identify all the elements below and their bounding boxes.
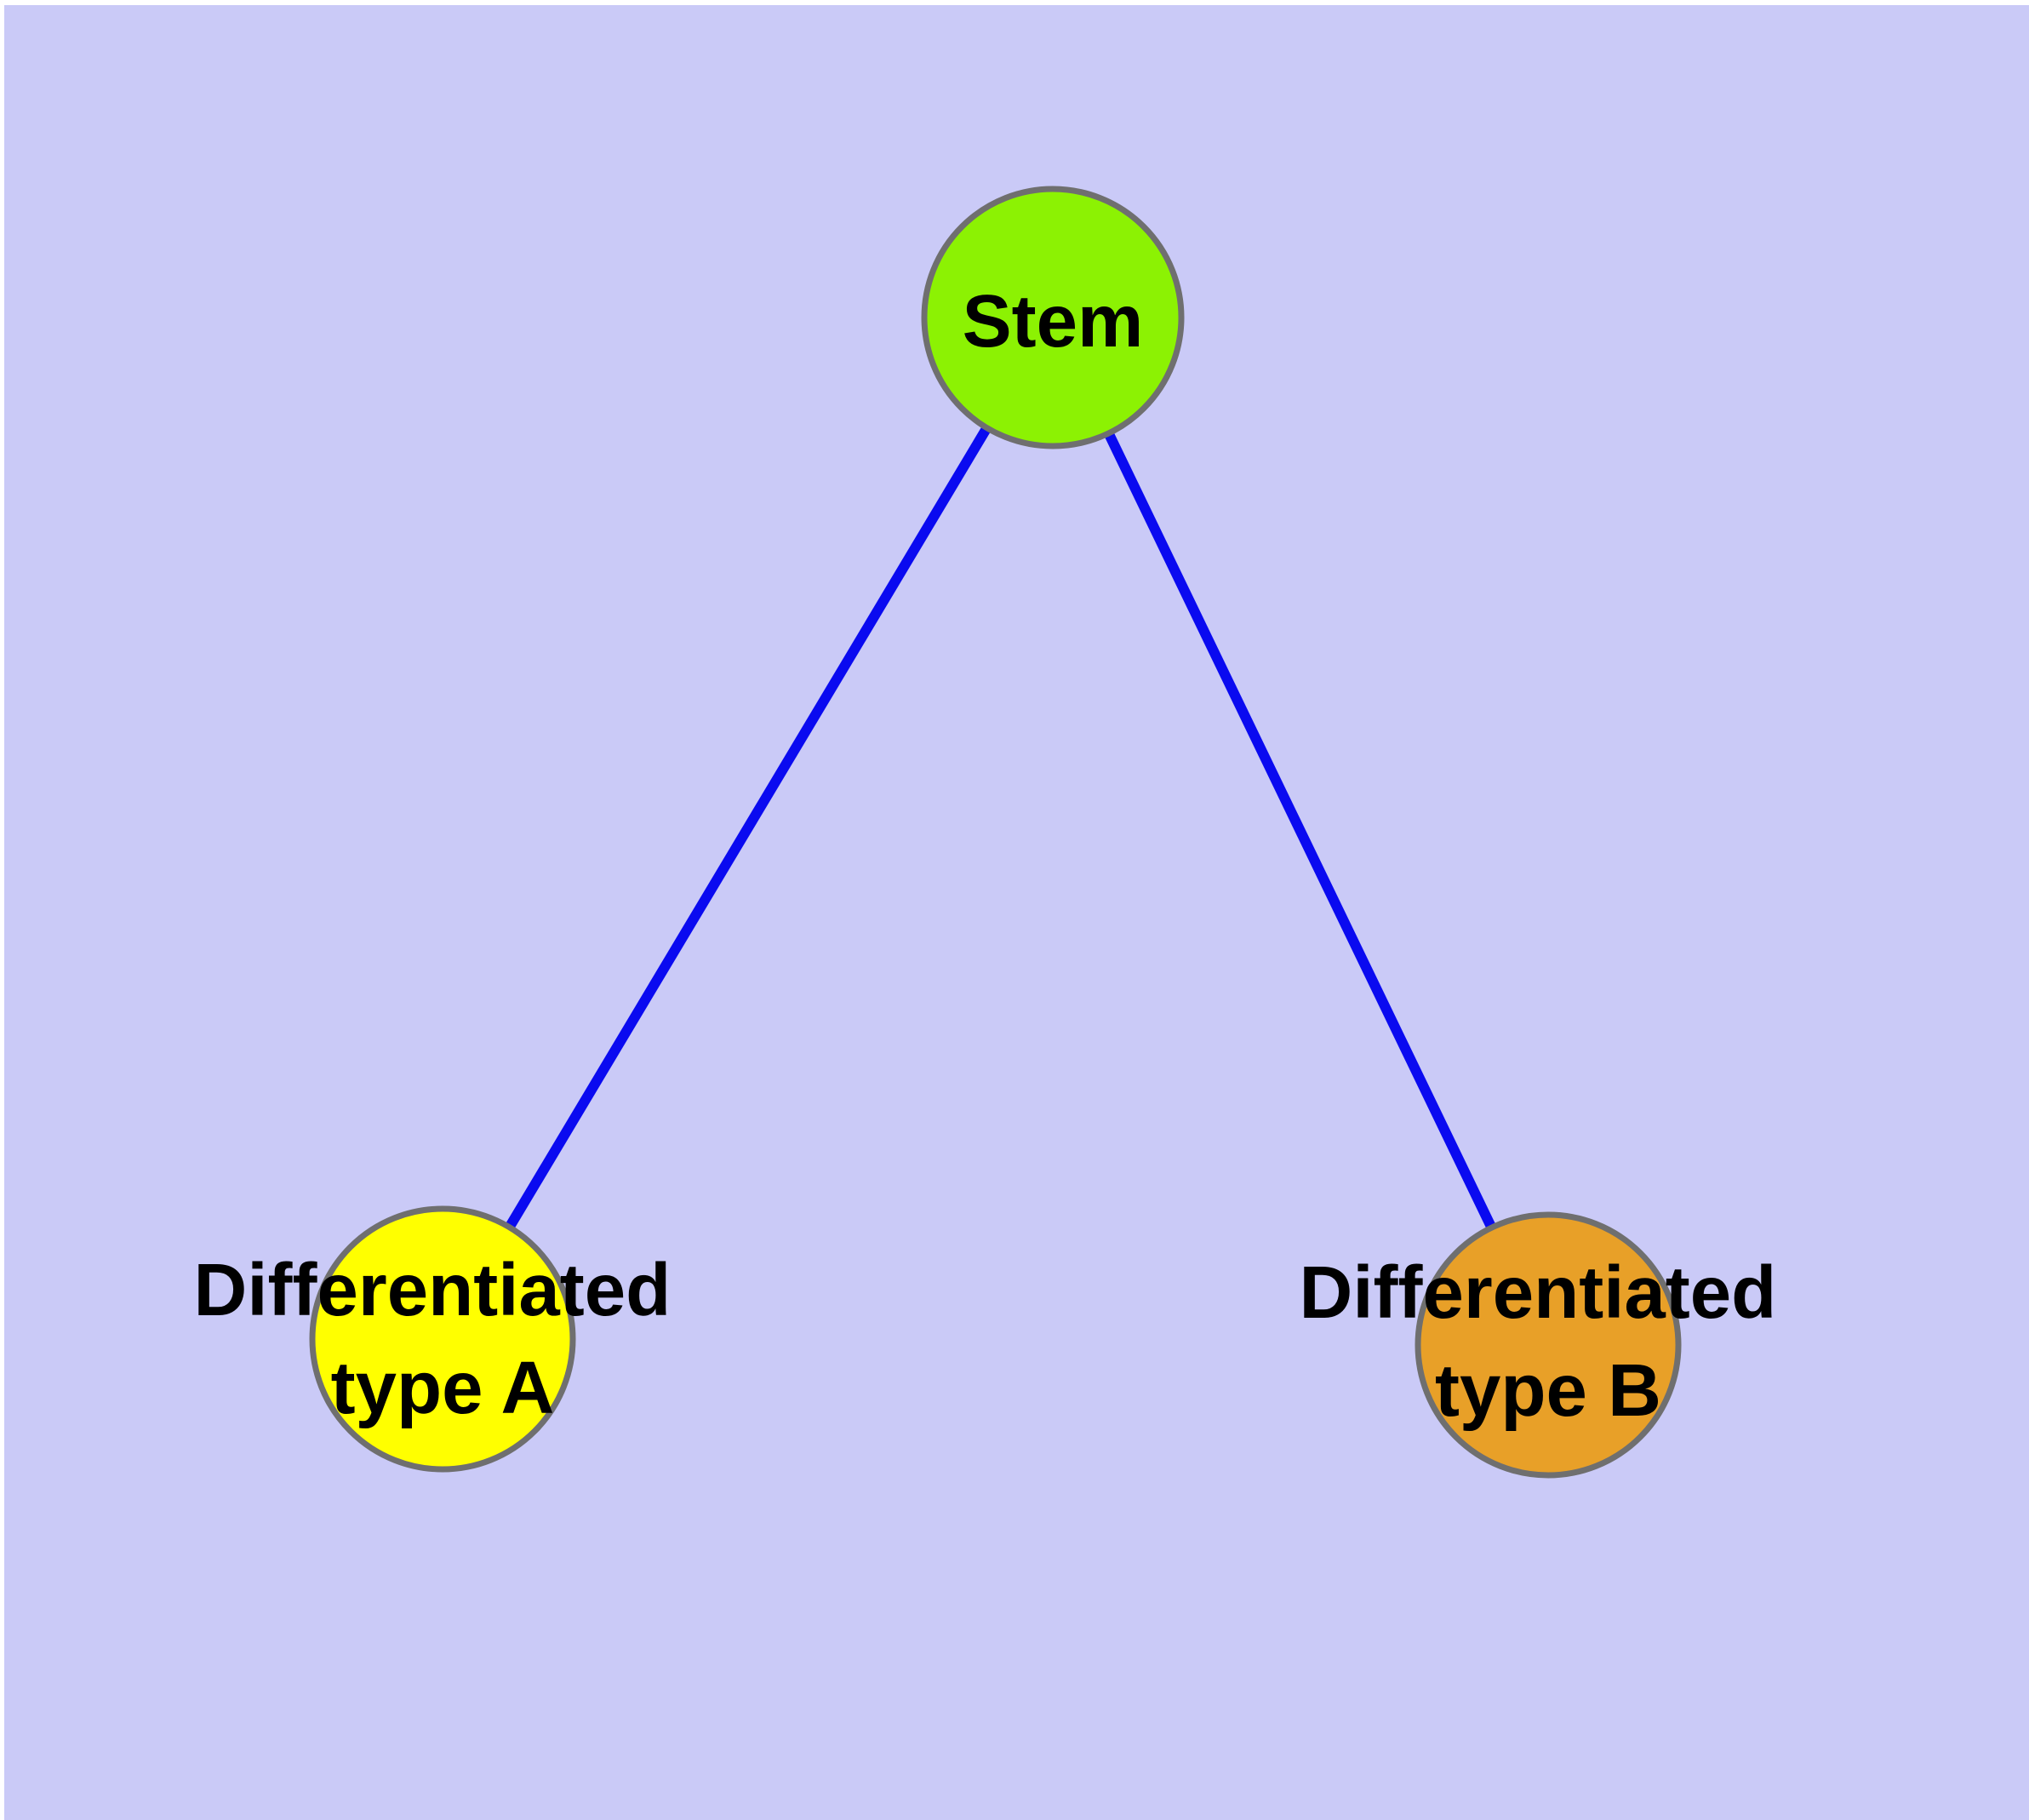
node-stem-label: Stem bbox=[963, 280, 1144, 363]
node-stem-circle bbox=[921, 186, 1185, 449]
node-type-a-circle bbox=[309, 1205, 576, 1473]
node-type-b-circle bbox=[1415, 1211, 1682, 1479]
edge-stem-to-type-b bbox=[1048, 315, 1553, 1348]
node-type-a-label-line1: Differentiated bbox=[194, 1249, 672, 1331]
node-type-b-label-line1: Differentiated bbox=[1300, 1251, 1777, 1334]
node-type-a-label-line2: type A bbox=[331, 1347, 555, 1429]
node-type-a-label: Differentiated type A bbox=[194, 1249, 692, 1429]
node-type-b-label: Differentiated type B bbox=[1300, 1251, 1798, 1432]
node-type-b-label-line2: type B bbox=[1435, 1349, 1661, 1432]
edge-stem-to-type-a bbox=[437, 314, 1058, 1342]
